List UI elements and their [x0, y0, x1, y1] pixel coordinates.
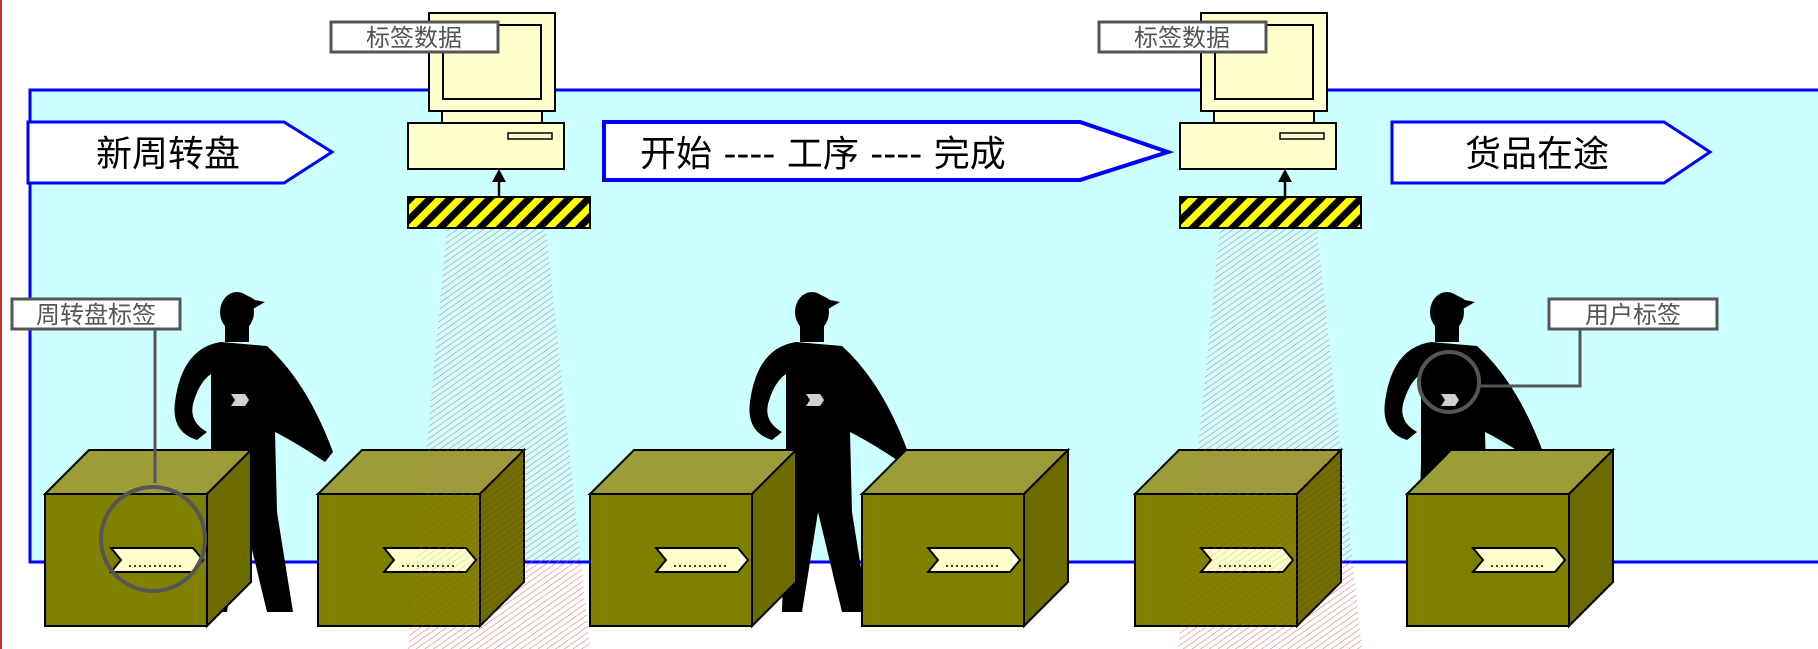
reader-uplink-arrow-left — [492, 169, 506, 196]
callout-label: 周转盘标签 — [36, 301, 156, 329]
box-icon — [44, 449, 252, 627]
box-icon — [589, 449, 797, 627]
box-icon — [861, 449, 1069, 627]
callout-label: 标签数据 — [1134, 24, 1230, 52]
stage-label-in-transit: 货品在途 — [1465, 134, 1609, 175]
reader-uplink-arrow-right — [1278, 169, 1292, 196]
callout-label: 标签数据 — [366, 24, 462, 52]
rfid-reader-icon — [1179, 196, 1362, 229]
rf-beam-right-overlay — [1178, 228, 1362, 649]
callout-tag-data-left: 标签数据 — [329, 20, 500, 54]
stage-label-process: 开始 ---- 工序 ---- 完成 — [640, 134, 1006, 175]
stage-arrow-process: 开始 ---- 工序 ---- 完成 — [602, 120, 1175, 182]
stage-arrow-new-tray: 新周转盘 — [26, 120, 335, 185]
rf-beam-left-overlay — [408, 228, 590, 649]
callout-label: 用户标签 — [1585, 301, 1681, 329]
callout-user-tag: 用户标签 — [1417, 297, 1719, 414]
callout-tag-data-right: 标签数据 — [1097, 20, 1268, 54]
box-icon — [1406, 449, 1614, 627]
rfid-reader-icon — [407, 196, 591, 229]
stage-label-new-tray: 新周转盘 — [96, 134, 240, 175]
callout-tray-tag: 周转盘标签 — [10, 297, 207, 593]
stage-arrow-in-transit: 货品在途 — [1390, 120, 1713, 185]
